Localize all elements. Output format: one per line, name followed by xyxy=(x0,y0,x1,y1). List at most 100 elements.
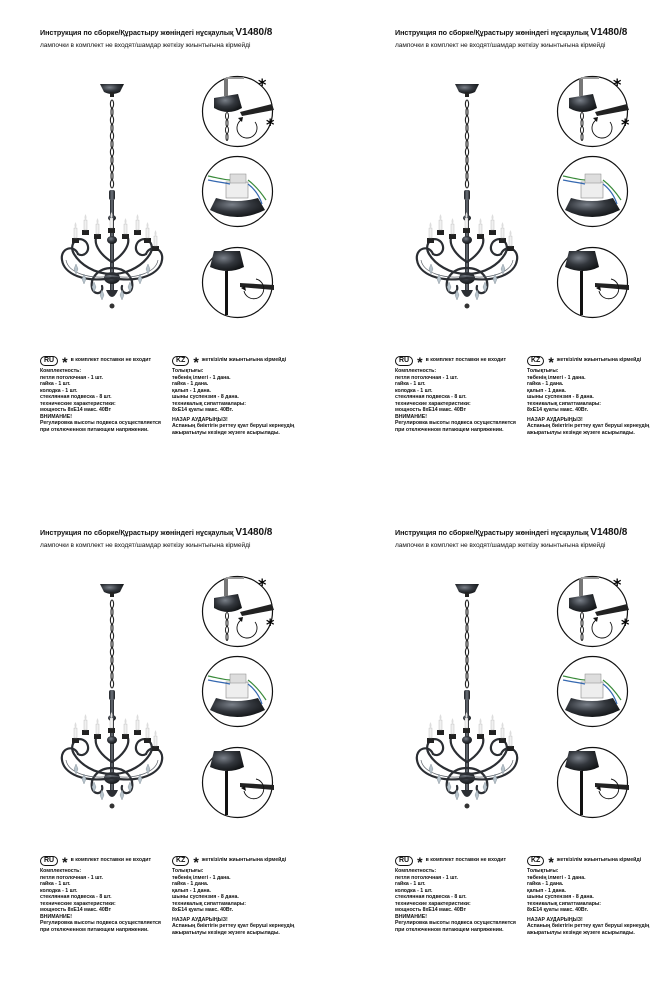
instruction-sheet-bottom-left: Инструкция по сборке/Құрастыру жөніндегі… xyxy=(0,500,333,1000)
detail-wiring-block xyxy=(556,155,629,228)
ru-badge: RU xyxy=(40,355,59,366)
detail-star-mark: * xyxy=(258,75,267,94)
kz-badge: KZ xyxy=(172,355,190,366)
model-code: V1480/8 xyxy=(590,527,628,538)
model-code: V1480/8 xyxy=(235,527,273,538)
ru-line: Комплектность: xyxy=(40,868,82,874)
detail-star-mark: * xyxy=(258,575,267,594)
sheet-subtitle: лампочки в комплект не входят/шамдар жет… xyxy=(40,542,251,549)
detail-wiring-block xyxy=(201,155,274,228)
kz-line: төбенің ілмегі - 1 дана. xyxy=(527,874,586,881)
detail-canopy-fix xyxy=(201,746,275,819)
ru-line: Регулировка высоты подвеса осуществляетс… xyxy=(395,920,516,926)
ru-badge: RU xyxy=(40,855,59,866)
detail-canopy-nut: ** xyxy=(556,575,630,648)
kz-line: Толықтығы: xyxy=(172,868,204,874)
kz-line: Аспаның биіктігін реттеу қуат беруші кер… xyxy=(527,923,650,929)
title-text: Инструкция по сборке/Құрастыру жөніндегі… xyxy=(395,28,589,37)
detail-canopy-nut: ** xyxy=(201,575,275,648)
kz-line: техникалық сипаттамалары: xyxy=(172,900,247,907)
ru-line: Комплектность: xyxy=(395,868,437,874)
ru-line: колодка - 1 шт. xyxy=(395,387,433,394)
kz-section: KZ*жеткізілім жиынтығына кірмейді Толықт… xyxy=(527,355,662,436)
detail-star-mark: * xyxy=(266,615,275,634)
kz-line: 8хЕ14 қуаты макс. 40Вт. xyxy=(172,407,234,413)
detail-star-mark: * xyxy=(621,615,630,634)
ru-line: при отключенном питающем напряжении. xyxy=(395,926,504,933)
title-text: Инструкция по сборке/Құрастыру жөніндегі… xyxy=(40,28,234,37)
kz-line: төбенің ілмегі - 1 дана. xyxy=(172,874,231,881)
kz-section: KZ*жеткізілім жиынтығына кірмейді Толықт… xyxy=(172,355,307,436)
ru-note: в комплект поставки не входит xyxy=(70,857,151,864)
title-text: Инструкция по сборке/Құрастыру жөніндегі… xyxy=(395,528,589,537)
ru-line: Регулировка высоты подвеса осуществляетс… xyxy=(40,920,161,926)
ru-line: Регулировка высоты подвеса осуществляетс… xyxy=(395,420,516,426)
chandelier-image xyxy=(60,582,164,810)
kz-line: қалып - 1 дана. xyxy=(172,387,211,394)
kz-line: қалып - 1 дана. xyxy=(527,887,566,894)
ru-line: петля потолочная - 1 шт. xyxy=(40,374,103,381)
ru-line: технические характеристики: xyxy=(395,900,471,907)
ru-line: мощность 8хЕ14 макс. 40Вт xyxy=(395,407,466,413)
star-mark: * xyxy=(548,854,554,870)
ru-line: мощность 8хЕ14 макс. 40Вт xyxy=(40,907,111,913)
detail-wiring-block xyxy=(556,655,629,728)
kz-line: 8хЕ14 қуаты макс. 40Вт. xyxy=(172,907,234,913)
ru-line: стеклянная подвеска - 8 шт. xyxy=(40,394,112,400)
ru-section: RU*в комплект поставки не входит Комплек… xyxy=(40,855,162,933)
ru-line: стеклянная подвеска - 8 шт. xyxy=(395,394,467,400)
kz-line: ажыратылуы кезінде жүзеге асырылады. xyxy=(172,429,280,436)
kz-line: Толықтығы: xyxy=(527,368,559,374)
kz-line: Аспаның биіктігін реттеу қуат беруші кер… xyxy=(172,423,295,429)
kz-line: техникалық сипаттамалары: xyxy=(527,400,602,407)
kz-line: ажыратылуы кезінде жүзеге асырылады. xyxy=(172,929,280,936)
ru-line: Комплектность: xyxy=(395,368,437,374)
kz-line: гайка - 1 дана. xyxy=(172,381,209,387)
star-mark: * xyxy=(62,854,68,870)
ru-line: гайка - 1 шт. xyxy=(395,881,426,887)
star-mark: * xyxy=(62,354,68,370)
ru-line: стеклянная подвеска - 8 шт. xyxy=(395,894,467,900)
kz-line: шыны суспензия - 8 дана. xyxy=(172,394,239,400)
kz-line: Толықтығы: xyxy=(172,368,204,374)
ru-line: ВНИМАНИЕ! xyxy=(395,913,427,920)
kz-line: шыны суспензия - 8 дана. xyxy=(172,894,239,900)
ru-line: Комплектность: xyxy=(40,368,82,374)
ru-line: мощность 8хЕ14 макс. 40Вт xyxy=(395,907,466,913)
ru-line: гайка - 1 шт. xyxy=(40,881,71,887)
kz-note: жеткізілім жиынтығына кірмейді xyxy=(556,857,642,864)
kz-badge: KZ xyxy=(527,855,545,866)
instruction-sheet-top-right: Инструкция по сборке/Құрастыру жөніндегі… xyxy=(355,0,666,500)
kz-line: төбенің ілмегі - 1 дана. xyxy=(527,374,586,381)
star-mark: * xyxy=(193,854,199,870)
ru-line: при отключенном питающем напряжении. xyxy=(395,426,504,433)
detail-canopy-fix xyxy=(556,246,630,319)
kz-note: жеткізілім жиынтығына кірмейді xyxy=(201,357,287,364)
kz-line: төбенің ілмегі - 1 дана. xyxy=(172,374,231,381)
ru-line: петля потолочная - 1 шт. xyxy=(395,374,458,381)
ru-note: в комплект поставки не входит xyxy=(425,357,506,364)
kz-line: Аспаның биіктігін реттеу қуат беруші кер… xyxy=(172,923,295,929)
detail-canopy-nut: ** xyxy=(556,75,630,148)
detail-star-mark: * xyxy=(613,75,622,94)
ru-line: колодка - 1 шт. xyxy=(395,887,433,894)
chandelier-image xyxy=(60,82,164,310)
star-mark: * xyxy=(548,354,554,370)
kz-line: ажыратылуы кезінде жүзеге асырылады. xyxy=(527,429,635,436)
ru-line: при отключенном питающем напряжении. xyxy=(40,926,149,933)
ru-section: RU*в комплект поставки не входит Комплек… xyxy=(395,355,517,433)
star-mark: * xyxy=(417,854,423,870)
kz-note: жеткізілім жиынтығына кірмейді xyxy=(556,357,642,364)
detail-canopy-fix xyxy=(556,746,630,819)
ru-badge: RU xyxy=(395,355,414,366)
kz-line: НАЗАР АУДАРЫҢЫЗ! xyxy=(527,916,583,923)
ru-note: в комплект поставки не входит xyxy=(425,857,506,864)
kz-badge: KZ xyxy=(527,355,545,366)
kz-line: техникалық сипаттамалары: xyxy=(172,400,247,407)
ru-line: петля потолочная - 1 шт. xyxy=(395,874,458,881)
ru-line: технические характеристики: xyxy=(40,400,116,407)
detail-canopy-fix xyxy=(201,246,275,319)
sheet-title: Инструкция по сборке/Құрастыру жөніндегі… xyxy=(40,27,272,38)
ru-section: RU*в комплект поставки не входит Комплек… xyxy=(395,855,517,933)
model-code: V1480/8 xyxy=(590,27,628,38)
